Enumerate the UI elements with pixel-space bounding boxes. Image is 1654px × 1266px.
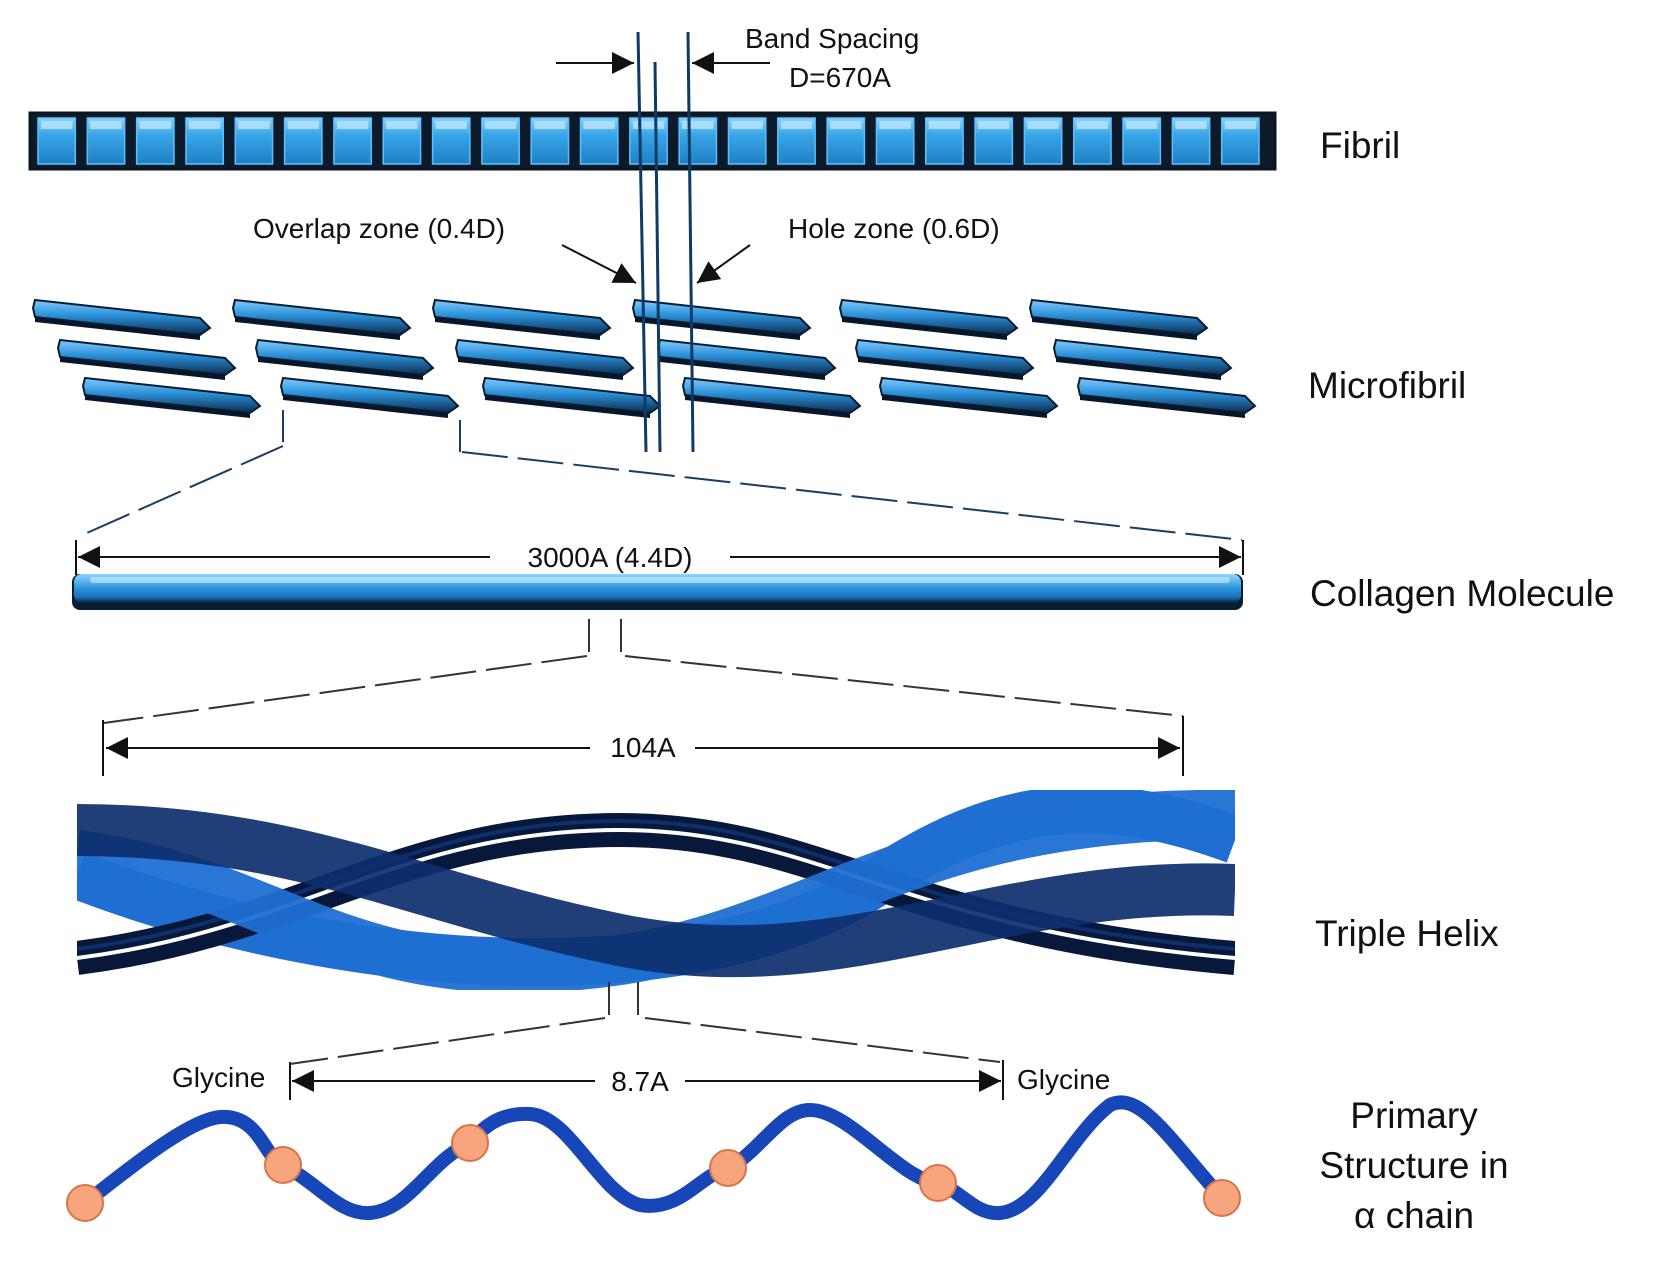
- glycine-residue: [451, 1124, 489, 1162]
- level-label-fibril: Fibril: [1320, 125, 1400, 166]
- glycine-label-left: Glycine: [172, 1062, 265, 1093]
- microfibril-rod-shadow: [283, 395, 448, 418]
- alpha-chain: [78, 1095, 1229, 1221]
- microfibril-rod-shadow: [1032, 317, 1197, 340]
- fibril-segment-highlight: [1027, 121, 1059, 129]
- fibril-segment-highlight: [731, 121, 763, 129]
- microfibril-rod-shadow: [1056, 357, 1221, 380]
- zoom-lines-molecule: [79, 410, 1243, 541]
- microfibril-rod-shadow: [685, 395, 850, 418]
- microfibril-rod-shadow: [635, 317, 800, 340]
- fibril-segment-highlight: [287, 121, 319, 129]
- fibril-segment-highlight: [139, 121, 171, 129]
- microfibril-rod-shadow: [485, 395, 650, 418]
- fibril-segment-highlight: [386, 121, 418, 129]
- molecule-length-label: 3000A (4.4D): [528, 542, 693, 573]
- fibril-segment-highlight: [238, 121, 270, 129]
- fibril-segment-highlight: [484, 121, 517, 129]
- microfibril-rod-shadow: [842, 317, 1007, 340]
- level-label-triple-helix: Triple Helix: [1315, 913, 1499, 954]
- level-label-primary-line3: α chain: [1354, 1195, 1474, 1236]
- microfibril-rod-shadow: [858, 357, 1023, 380]
- triple-helix: [77, 790, 1235, 990]
- zone-pointer-arrows: [561, 244, 751, 284]
- fibril-segment-highlight: [1175, 121, 1207, 129]
- zoom-lines-primary: [289, 982, 1001, 1065]
- band-spacing-label: Band Spacing: [745, 23, 919, 54]
- microfibril-rod-shadow: [35, 317, 200, 340]
- glycine-spacing-label: 8.7A: [611, 1066, 669, 1097]
- microfibril-rod-shadow: [258, 357, 423, 380]
- microfibril-rod-shadow: [1080, 395, 1245, 418]
- glycine-residue: [919, 1164, 957, 1202]
- microfibril-rod-shadow: [660, 357, 825, 380]
- fibril-segment-highlight: [41, 121, 73, 129]
- microfibril-rods: [31, 298, 1257, 418]
- fibril-segment-highlight: [830, 121, 862, 129]
- glycine-residues: [66, 1124, 1241, 1222]
- fibril-segment-highlight: [879, 121, 911, 129]
- fibril-segment-highlight: [1126, 121, 1158, 129]
- hole-zone-label: Hole zone (0.6D): [788, 213, 1000, 244]
- microfibril-rod-shadow: [60, 357, 225, 380]
- fibril-segment-highlight: [188, 121, 221, 129]
- microfibril-rod-shadow: [85, 395, 250, 418]
- microfibril-rod-shadow: [882, 395, 1047, 418]
- glycine-label-right: Glycine: [1017, 1064, 1110, 1095]
- fibril-segment-highlight: [928, 121, 961, 129]
- band-spacing-lines: [636, 31, 695, 453]
- overlap-zone-label: Overlap zone (0.4D): [253, 213, 505, 244]
- level-label-collagen-molecule: Collagen Molecule: [1310, 573, 1614, 614]
- glycine-residue: [66, 1184, 104, 1222]
- band-spacing-value: D=670A: [789, 62, 891, 93]
- microfibril-rod-shadow: [458, 357, 623, 380]
- glycine-residue: [264, 1146, 302, 1184]
- glycine-residue: [1203, 1179, 1241, 1217]
- helix-pitch-label: 104A: [610, 732, 676, 763]
- fibril-segment-highlight: [978, 121, 1010, 129]
- fibril-segment-highlight: [583, 121, 615, 129]
- level-label-primary-line2: Structure in: [1319, 1145, 1508, 1186]
- fibril-segment-highlight: [682, 121, 714, 129]
- fibril-segment-highlight: [534, 121, 566, 129]
- fibril-segment-highlight: [1224, 121, 1256, 129]
- fibril-segment-highlight: [435, 121, 467, 129]
- fibril-segment-highlight: [336, 121, 369, 129]
- fibril-bar: [28, 111, 1277, 171]
- level-label-primary-line1: Primary: [1350, 1095, 1478, 1136]
- fibril-segment-highlight: [1076, 121, 1109, 129]
- level-label-microfibril: Microfibril: [1308, 365, 1466, 406]
- zoom-lines-helix: [103, 619, 1184, 724]
- fibril-segment-highlight: [632, 121, 665, 129]
- microfibril-rod-shadow: [235, 317, 400, 340]
- glycine-residue: [709, 1149, 747, 1187]
- microfibril-rod-shadow: [435, 317, 600, 340]
- fibril-segment-highlight: [90, 121, 122, 129]
- collagen-molecule-rod: [72, 574, 1243, 610]
- fibril-segment-highlight: [780, 121, 813, 129]
